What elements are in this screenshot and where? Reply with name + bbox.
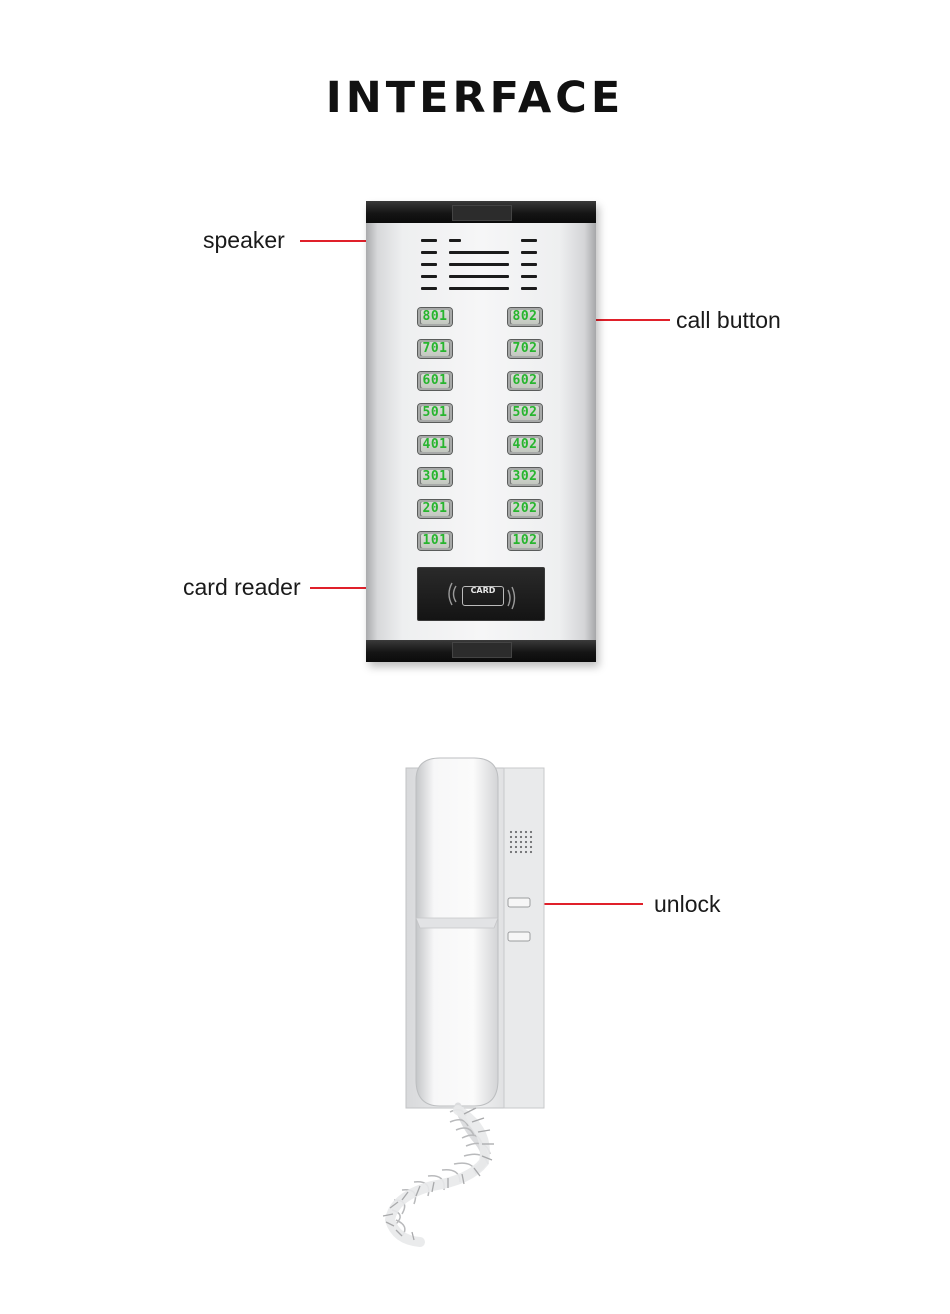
call-button-401[interactable]: 401 xyxy=(418,436,452,454)
leader-line-call-button xyxy=(533,319,670,321)
call-button-201[interactable]: 201 xyxy=(418,500,452,518)
call-button-502[interactable]: 502 xyxy=(508,404,542,422)
call-button-301[interactable]: 301 xyxy=(418,468,452,486)
call-button-101[interactable]: 101 xyxy=(418,532,452,550)
call-button-802[interactable]: 802 xyxy=(508,308,542,326)
call-button-601[interactable]: 601 xyxy=(418,372,452,390)
call-button-702[interactable]: 702 xyxy=(508,340,542,358)
panel-bottom-cap xyxy=(366,640,596,662)
call-button-801[interactable]: 801 xyxy=(418,308,452,326)
label-call-button: call button xyxy=(676,307,781,333)
page-title: INTERFACE xyxy=(325,73,625,123)
label-unlock: unlock xyxy=(654,891,721,917)
call-button-102[interactable]: 102 xyxy=(508,532,542,550)
panel-top-notch xyxy=(452,205,512,221)
card-reader[interactable]: CARD xyxy=(417,567,545,621)
call-button-501[interactable]: 501 xyxy=(418,404,452,422)
speaker-grille-icon xyxy=(421,239,541,295)
card-text-label: CARD xyxy=(462,586,504,606)
leader-line-unlock xyxy=(525,903,643,905)
call-button-202[interactable]: 202 xyxy=(508,500,542,518)
indoor-handset xyxy=(380,750,580,1250)
door-station-panel: 801 802 701 702 601 602 501 502 401 402 … xyxy=(366,201,596,662)
panel-top-cap xyxy=(366,201,596,223)
rfid-card-icon: CARD xyxy=(448,576,518,614)
label-card-reader: card reader xyxy=(183,574,301,600)
call-button-402[interactable]: 402 xyxy=(508,436,542,454)
panel-bottom-notch xyxy=(452,642,512,658)
label-speaker: speaker xyxy=(203,227,285,253)
call-button-302[interactable]: 302 xyxy=(508,468,542,486)
call-button-602[interactable]: 602 xyxy=(508,372,542,390)
call-button-701[interactable]: 701 xyxy=(418,340,452,358)
